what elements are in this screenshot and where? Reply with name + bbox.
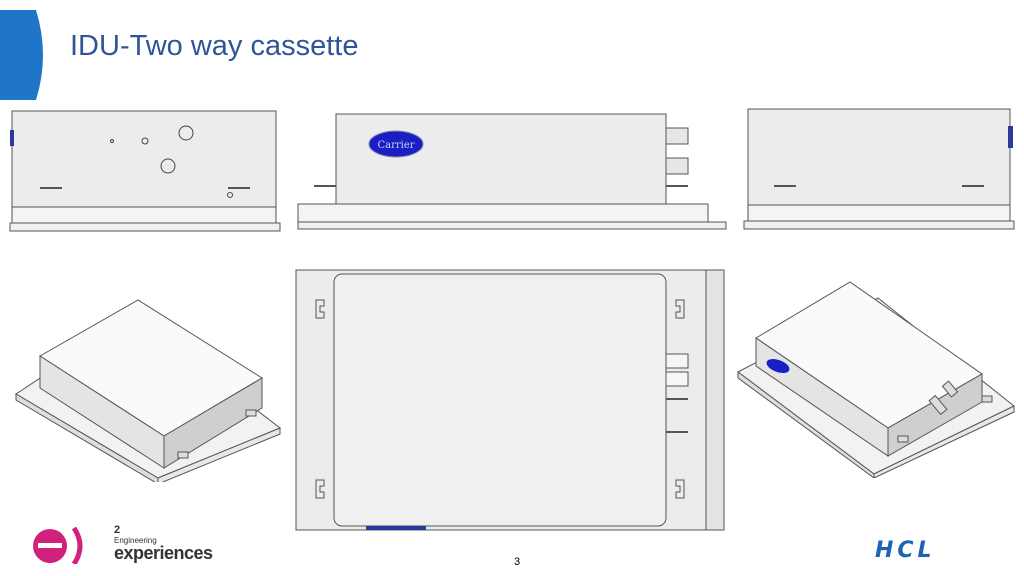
e2-logo-main: experiences [114, 543, 213, 563]
e2-logo-line: Engineering [114, 536, 157, 545]
front-view-drawing [9, 110, 281, 232]
hcl-logo: HCL [875, 538, 936, 563]
slide-title: IDU-Two way cassette [70, 30, 359, 62]
back-view-drawing [743, 108, 1015, 230]
page-number: 3 [514, 556, 521, 568]
e2-logo: 2 Engineering experiences [30, 522, 213, 566]
iso-right-drawing [737, 281, 1015, 478]
accent-bar [0, 10, 43, 100]
carrier-badge: Carrier [377, 140, 414, 151]
top-view-drawing [295, 269, 725, 531]
iso-left-drawing [15, 299, 281, 482]
e2-logo-number: 2 [114, 524, 121, 536]
side-view-drawing: Carrier [297, 113, 727, 230]
e2-logo-mark [33, 526, 83, 564]
